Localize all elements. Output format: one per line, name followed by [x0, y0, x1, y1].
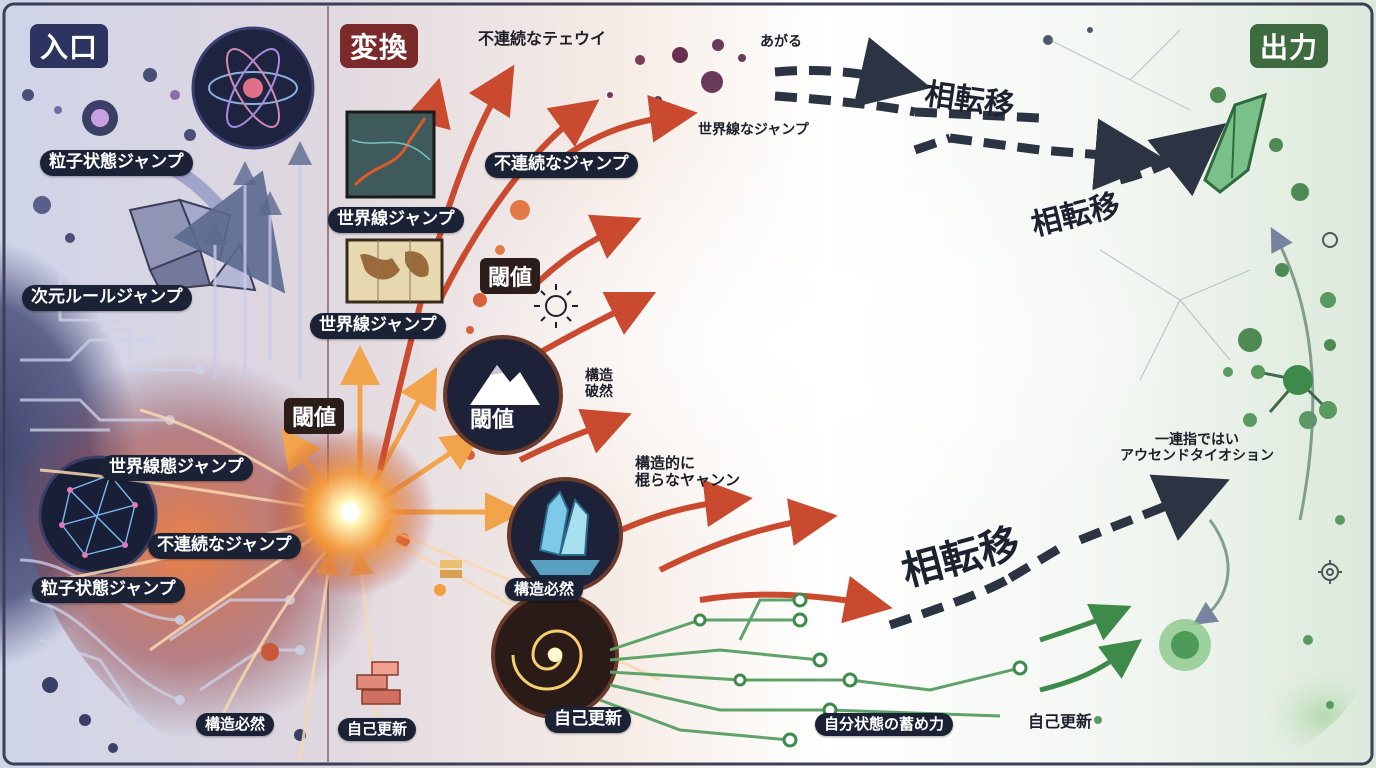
section-input-tag: 入口 [30, 24, 109, 68]
label-worldline-jump-2: 世界線ジャンプ [310, 313, 446, 339]
section-transform-label: 変換 [350, 31, 409, 64]
stack-icon [440, 560, 462, 578]
label-worldline-state-jump: 世界線態ジャンプ [100, 455, 253, 481]
label-discontinuous-jump-1: 不連続なジャンプ [148, 533, 301, 559]
section-transform-tag: 変換 [340, 24, 419, 68]
label-self-update-2: 自己更新 [545, 707, 631, 733]
label-structural-necessity-2: 構造必然 [505, 578, 584, 602]
gear-icon [1318, 560, 1342, 584]
sun-icon [534, 284, 578, 328]
map-icon [345, 110, 436, 199]
crystal-shard-icon [1203, 92, 1268, 194]
label-structure-break: 構造 破然 [585, 368, 613, 401]
label-threshold-2: 閾値 [480, 258, 541, 294]
blocks-icon [356, 661, 401, 705]
section-output-label: 出力 [1260, 31, 1319, 64]
label-self-state-convergence: 自分状態の蓄め力 [815, 713, 954, 737]
label-worldline-jump-3: 世界線なジャンプ [698, 122, 809, 138]
input-circuit-lines [19, 250, 300, 721]
label-structural-text: 構造的に 棍らなヤャンン [635, 454, 741, 490]
label-discontinuous-top: 不連続なテェウイ [478, 29, 607, 48]
label-discontinuous-jump-2: 不連続なジャンプ [485, 152, 638, 178]
world-map-icon [345, 238, 444, 304]
label-threshold-3: 閾値 [470, 408, 515, 433]
particle-sphere-icon [82, 100, 118, 136]
atom-icon [191, 26, 315, 150]
section-output-tag: 出力 [1250, 24, 1329, 68]
label-structural-necessity-1: 構造必然 [196, 713, 275, 737]
label-worldline-jump-1: 世界線ジャンプ [328, 207, 464, 233]
crystal-icon [507, 477, 623, 593]
mountain-icon [443, 335, 563, 455]
label-threshold-1: 閾値 [284, 398, 345, 434]
molecule-icon [1251, 365, 1337, 419]
label-rises: あがる [760, 34, 802, 50]
label-particle-state-jump-1: 粒子状態ジャンプ [40, 150, 193, 176]
label-self-update-3: 自己更新 [1028, 712, 1093, 731]
label-self-update-1: 自己更新 [338, 718, 417, 742]
spiral-galaxy-icon [491, 591, 619, 719]
green-orb-icon [1159, 619, 1211, 671]
label-particle-state-jump-2: 粒子状態ジャンプ [32, 577, 185, 603]
gear-small-icon [1322, 232, 1338, 248]
phase-arrows [774, 37, 1230, 630]
section-input-label: 入口 [40, 31, 99, 64]
label-continuous-not: 一連指ではい アウセンドタイオション [1120, 432, 1274, 465]
label-dimension-rule-jump: 次元ルールジャンプ [22, 285, 192, 311]
floating-particles [20, 27, 1345, 753]
